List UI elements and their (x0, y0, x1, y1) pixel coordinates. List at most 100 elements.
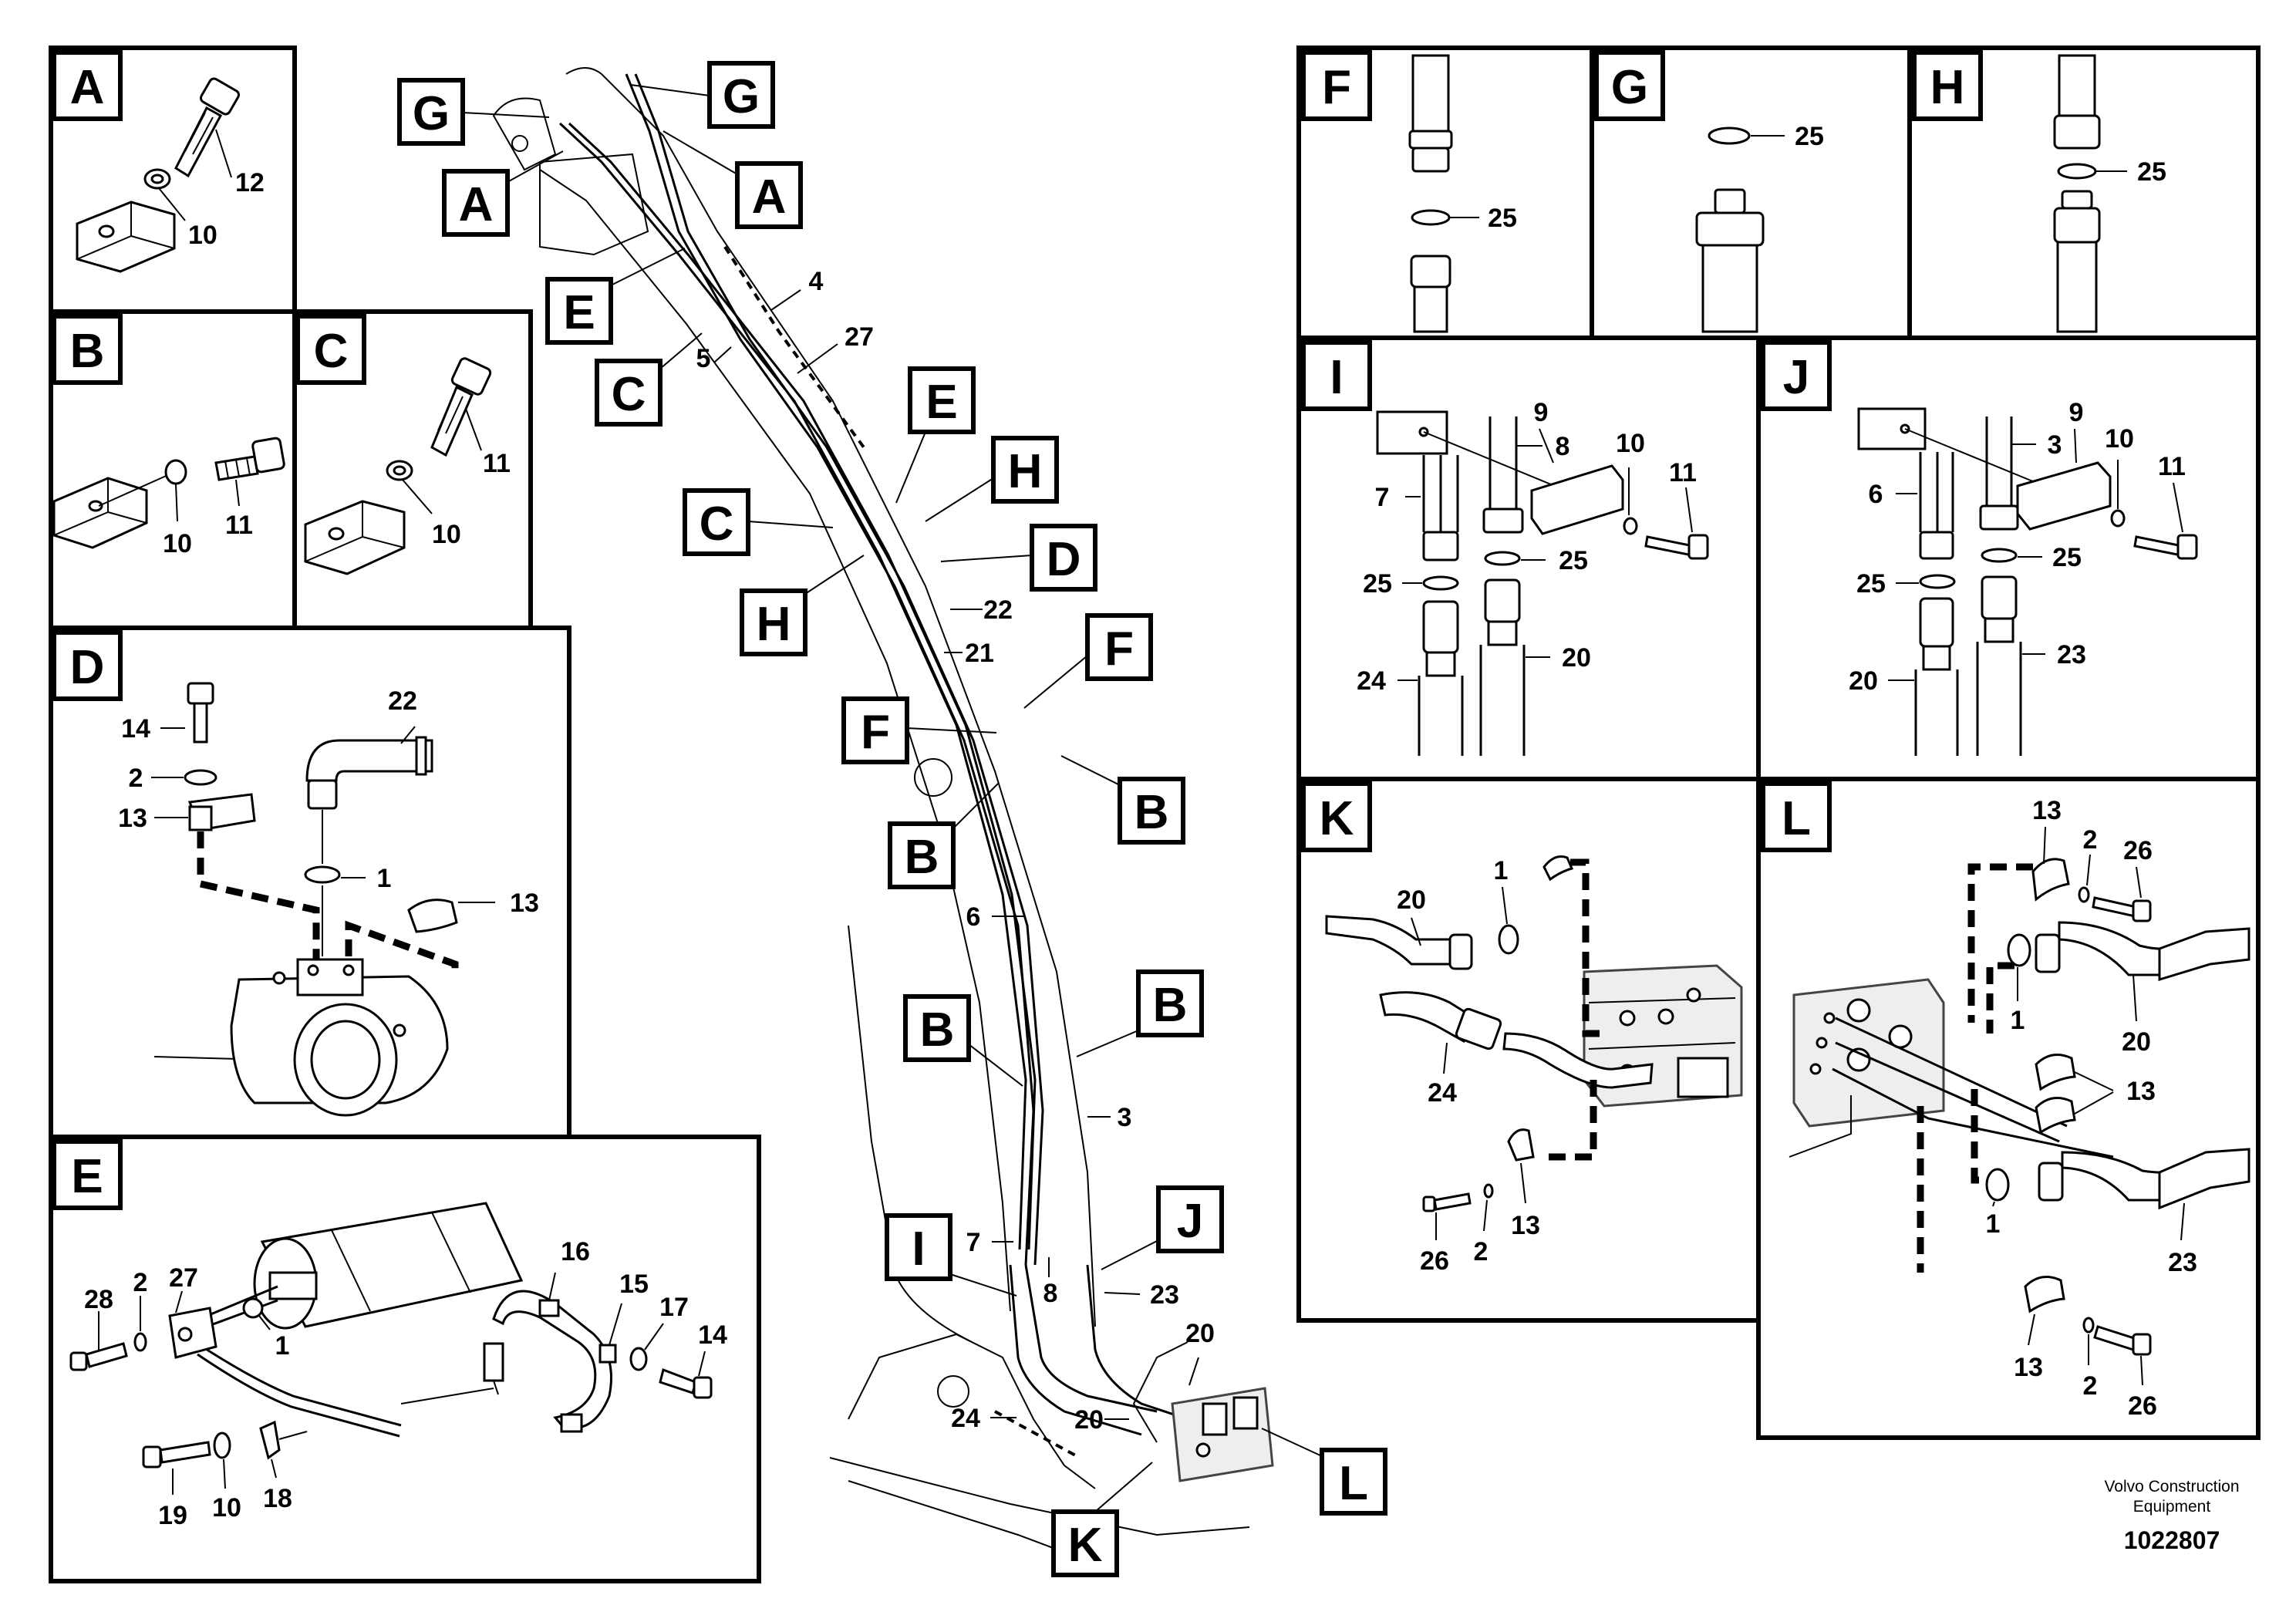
bolt-19 (142, 1441, 211, 1469)
panel-a-tag: A (70, 61, 105, 114)
pipe-8 (1482, 416, 1524, 534)
footer: Volvo Construction Equipment 1022807 (2104, 1478, 2239, 1554)
panel-j-label: 9 (2069, 398, 2084, 427)
leader (659, 332, 703, 369)
leader (644, 1323, 664, 1351)
panel-g-label: 25 (1795, 122, 1824, 151)
base-frame (1132, 1341, 1188, 1443)
clip-13-top (1542, 855, 1574, 882)
panel-d-tag-box (52, 630, 123, 701)
callout-box (1085, 613, 1153, 681)
bolt-26 (2093, 1325, 2152, 1356)
callout-b: B (920, 1003, 955, 1057)
assembly-line (1967, 863, 2033, 1023)
clip-13 (1507, 1128, 1535, 1162)
panel-i-label: 9 (1534, 398, 1549, 427)
clamp-block (76, 201, 176, 273)
main-label: 5 (696, 344, 711, 373)
boom-assembly (492, 67, 1274, 1559)
leader (235, 479, 240, 507)
hose-23 (1086, 1264, 1188, 1421)
panel-k-label: 24 (1428, 1078, 1457, 1108)
callout-h: H (1008, 445, 1043, 498)
leader (462, 112, 550, 118)
callout-box (991, 436, 1059, 504)
panel-k-label: 20 (1397, 885, 1426, 915)
panel-j-label: 6 (1869, 480, 1883, 509)
panel-i-tag: I (1330, 351, 1343, 404)
leader (1094, 1462, 1153, 1512)
o-ring-1 (1498, 924, 1519, 955)
panel-e-label: 19 (158, 1501, 187, 1530)
main-label: 6 (966, 902, 981, 932)
leader (1520, 1162, 1526, 1204)
leader (2173, 482, 2183, 533)
leader (610, 248, 686, 286)
panel-k-label: 2 (1474, 1237, 1489, 1266)
spacer-18 (259, 1420, 308, 1460)
o-ring-25 (2057, 163, 2097, 180)
panel-d-label: 22 (388, 686, 417, 716)
panel-k-tag: K (1320, 792, 1354, 845)
panel-i-label: 10 (1616, 429, 1645, 458)
clamp-block-9 (1376, 410, 1624, 535)
boom-outline (565, 67, 1096, 1327)
washer-2 (2078, 886, 2090, 903)
panel-e-tag: E (71, 1150, 103, 1203)
panel-a-label: 10 (188, 221, 217, 250)
main-label: 21 (965, 639, 994, 668)
panel-c-label: 11 (483, 449, 511, 478)
callout-box (545, 277, 613, 345)
leader (1483, 1199, 1488, 1232)
panel-f-label: 25 (1488, 204, 1517, 233)
panel-l-label: 13 (2014, 1353, 2043, 1382)
hose-20 (1009, 1264, 1142, 1436)
panel-e-label: 28 (84, 1285, 113, 1314)
leader (1060, 755, 1121, 786)
leader (1411, 917, 1421, 946)
callout-h: H (757, 598, 791, 651)
panel-k: K (1301, 781, 1743, 1276)
boom-bracket (539, 153, 649, 256)
panel-j: J 9 (1761, 340, 2198, 756)
panel-j-label: 11 (2158, 452, 2186, 481)
panel-h-tag: H (1930, 61, 1965, 114)
panel-i: I 9 (1301, 340, 1709, 756)
main-labels: 4 27 5 22 21 6 3 7 8 23 20 24 20 (696, 267, 1215, 1435)
panel-f: F 25 (1301, 50, 1517, 333)
panel-g-tag-box (1594, 50, 1665, 121)
panel-e-label: 16 (561, 1237, 590, 1266)
panel-a-tag-box (52, 50, 123, 121)
panel-b-tag: B (70, 325, 105, 378)
panel-e-label: 15 (619, 1270, 649, 1299)
callout-box (888, 821, 956, 889)
leader (402, 479, 433, 514)
panel-i-label: 25 (1363, 569, 1392, 599)
callout-box (740, 588, 807, 656)
panel-e-label: 14 (698, 1320, 727, 1350)
panel-d-label: 13 (510, 889, 539, 918)
callout-box (903, 994, 971, 1062)
callout-box (397, 78, 465, 146)
main-label: 24 (951, 1404, 980, 1433)
callout-box (1320, 1448, 1387, 1516)
panel-e-label: 27 (169, 1263, 198, 1293)
hose-24 (1024, 1264, 1158, 1413)
leader (400, 726, 416, 744)
leader (1101, 1239, 1159, 1270)
control-valve (1171, 1387, 1274, 1482)
panel-c-tag-box (295, 314, 366, 385)
bolt-26 (2092, 896, 2152, 922)
callout-box (683, 488, 750, 556)
o-ring-25 (1981, 548, 2018, 563)
bolt-14 (659, 1367, 713, 1399)
pipe-5 (568, 122, 1037, 1250)
clamp-block (304, 500, 406, 575)
panel-d-label: 13 (118, 804, 147, 833)
o-ring-1 (304, 865, 341, 884)
callout-box (841, 696, 909, 764)
main-label: 27 (845, 322, 874, 352)
panel-k-label: 13 (1511, 1211, 1540, 1240)
panel-f-tag-box (1301, 50, 1372, 121)
